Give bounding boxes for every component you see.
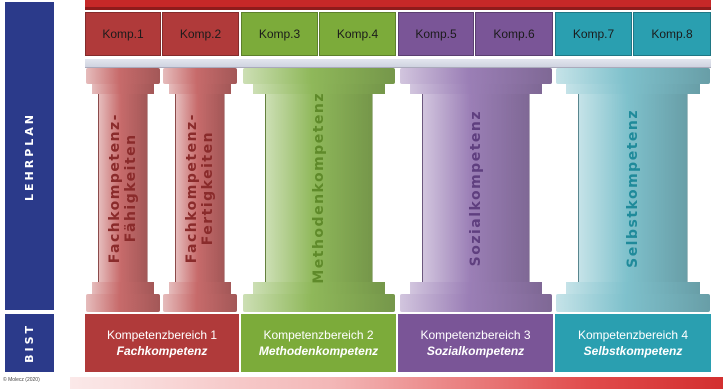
pillar-5-capital: [556, 68, 710, 84]
pillar-3: Methodenkompetenz: [243, 68, 395, 312]
pillar-2-capital: [163, 68, 237, 84]
sidebar-bist: BIST: [5, 314, 54, 372]
area-box-3: Kompetenzbereich 3 Sozialkompetenz: [398, 314, 553, 372]
competency-box-7: Komp.7: [555, 12, 632, 56]
pillar-1: Fachkompetenz-Fähigkeiten: [86, 68, 160, 312]
area-4-title: Kompetenzbereich 4: [577, 328, 689, 342]
pillar-2-label: Fachkompetenz-Fertigkeiten: [184, 112, 216, 264]
pillar-4-label: Sozialkompetenz: [468, 109, 484, 267]
pillar-4-capital: [400, 68, 552, 84]
sidebar-lehrplan: LEHRPLAN: [5, 2, 54, 310]
competency-box-6: Komp.6: [475, 12, 553, 56]
pillar-5-label: Selbstkompetenz: [625, 108, 641, 268]
area-box-4: Kompetenzbereich 4 Selbstkompetenz: [555, 314, 711, 372]
area-1-subtitle: Fachkompetenz: [116, 344, 208, 358]
bottom-gradient-strip: [70, 377, 723, 389]
sidebar-bist-label: BIST: [23, 323, 36, 363]
area-4-subtitle: Selbstkompetenz: [583, 344, 683, 358]
area-box-2: Kompetenzbereich 2 Methodenkompetenz: [241, 314, 396, 372]
pillar-3-base: [243, 294, 395, 312]
area-2-subtitle: Methodenkompetenz: [258, 344, 379, 358]
competency-box-2: Komp.2: [162, 12, 239, 56]
competency-box-8: Komp.8: [633, 12, 711, 56]
area-2-title: Kompetenzbereich 2: [263, 328, 374, 342]
pillar-3-label: Methodenkompetenz: [311, 92, 327, 284]
pillar-5-base: [556, 294, 710, 312]
competency-box-3: Komp.3: [241, 12, 318, 56]
pillar-1-label: Fachkompetenz-Fähigkeiten: [107, 112, 139, 264]
pillar-2-base: [163, 294, 237, 312]
pillar-3-capital: [243, 68, 395, 84]
area-box-1: Kompetenzbereich 1 Fachkompetenz: [85, 314, 239, 372]
competency-box-1: Komp.1: [85, 12, 161, 56]
competency-box-4: Komp.4: [319, 12, 396, 56]
pillar-2: Fachkompetenz-Fertigkeiten: [163, 68, 237, 312]
sidebar-lehrplan-label: LEHRPLAN: [23, 111, 36, 201]
pillar-4-base: [400, 294, 552, 312]
roof-bar: [85, 0, 711, 10]
pillar-4: Sozialkompetenz: [400, 68, 552, 312]
pillar-1-capital: [86, 68, 160, 84]
area-1-title: Kompetenzbereich 1: [106, 328, 218, 342]
pillar-1-base: [86, 294, 160, 312]
pillar-5: Selbstkompetenz: [556, 68, 710, 312]
competency-box-5: Komp.5: [398, 12, 474, 56]
entablature-band: [85, 59, 711, 68]
copyright-text: © Molecz (2020): [3, 377, 40, 383]
area-3-title: Kompetenzbereich 3: [420, 328, 531, 342]
area-3-subtitle: Sozialkompetenz: [426, 344, 525, 358]
